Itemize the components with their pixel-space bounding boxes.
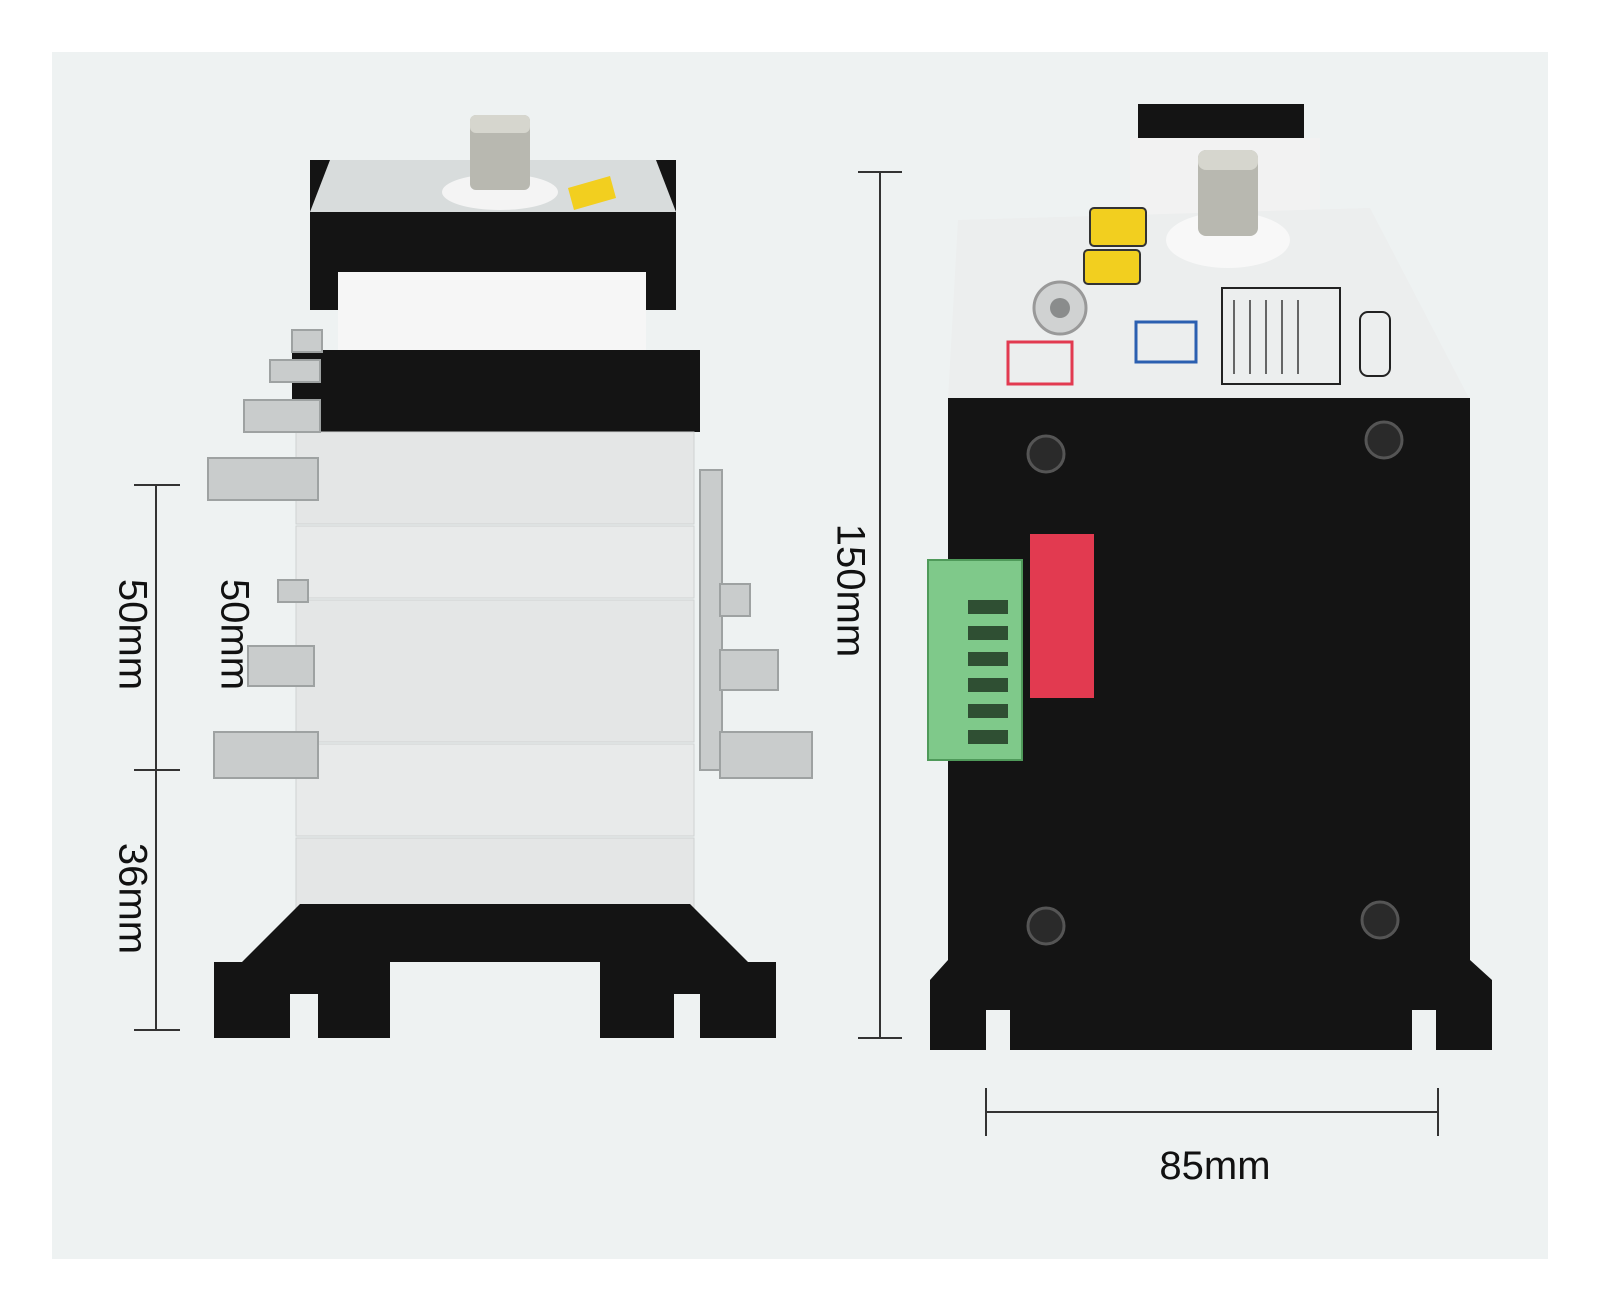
dimension-label-left-lower: 36mm — [110, 842, 155, 955]
mounting-base — [214, 904, 776, 1038]
handle-shaft — [470, 115, 530, 190]
pole-module-3 — [295, 599, 695, 743]
dimension-label-height: 150mm — [828, 523, 873, 658]
yellow-tag-2 — [1083, 249, 1141, 285]
terminal-slots — [968, 600, 1008, 744]
black-band — [292, 350, 700, 432]
switch-side-view — [207, 115, 813, 1038]
handle-top — [470, 115, 530, 133]
pole-module-2 — [295, 525, 695, 599]
yellow-tag-1 — [1089, 207, 1147, 247]
screws — [1026, 420, 1404, 946]
top-cap — [1138, 104, 1304, 138]
height-dimension-line-right — [858, 171, 902, 1039]
front-body — [948, 398, 1470, 968]
spec-label-lines — [1233, 300, 1299, 374]
width-dimension-line — [985, 1088, 1439, 1136]
dimension-label-left-inner: 50mm — [212, 578, 257, 691]
blue-indicator-icon — [1134, 320, 1198, 364]
red-wiring-label — [1030, 534, 1094, 698]
yellow-lock-tab — [568, 176, 616, 210]
dimension-label-width: 85mm — [1159, 1144, 1271, 1188]
front-mounting-base — [930, 960, 1492, 1050]
front-handle-base — [1166, 212, 1290, 268]
pole-module-1 — [295, 431, 695, 525]
pole-module-4 — [295, 743, 695, 837]
height-dimension-line-left — [134, 484, 180, 1031]
key-slot — [1050, 298, 1070, 318]
dimension-label-left-upper: 50mm — [110, 578, 155, 691]
upper-module — [338, 272, 646, 352]
red-indicator-icon — [1006, 340, 1074, 386]
left-terminals — [207, 329, 323, 779]
pole-module-5 — [295, 837, 695, 911]
right-terminals — [699, 469, 813, 779]
front-handle-top — [1198, 150, 1258, 170]
front-handle-shaft — [1198, 150, 1258, 236]
spec-label — [1221, 287, 1341, 385]
voltage-badge — [1359, 311, 1391, 377]
switch-front-view — [927, 104, 1492, 1050]
